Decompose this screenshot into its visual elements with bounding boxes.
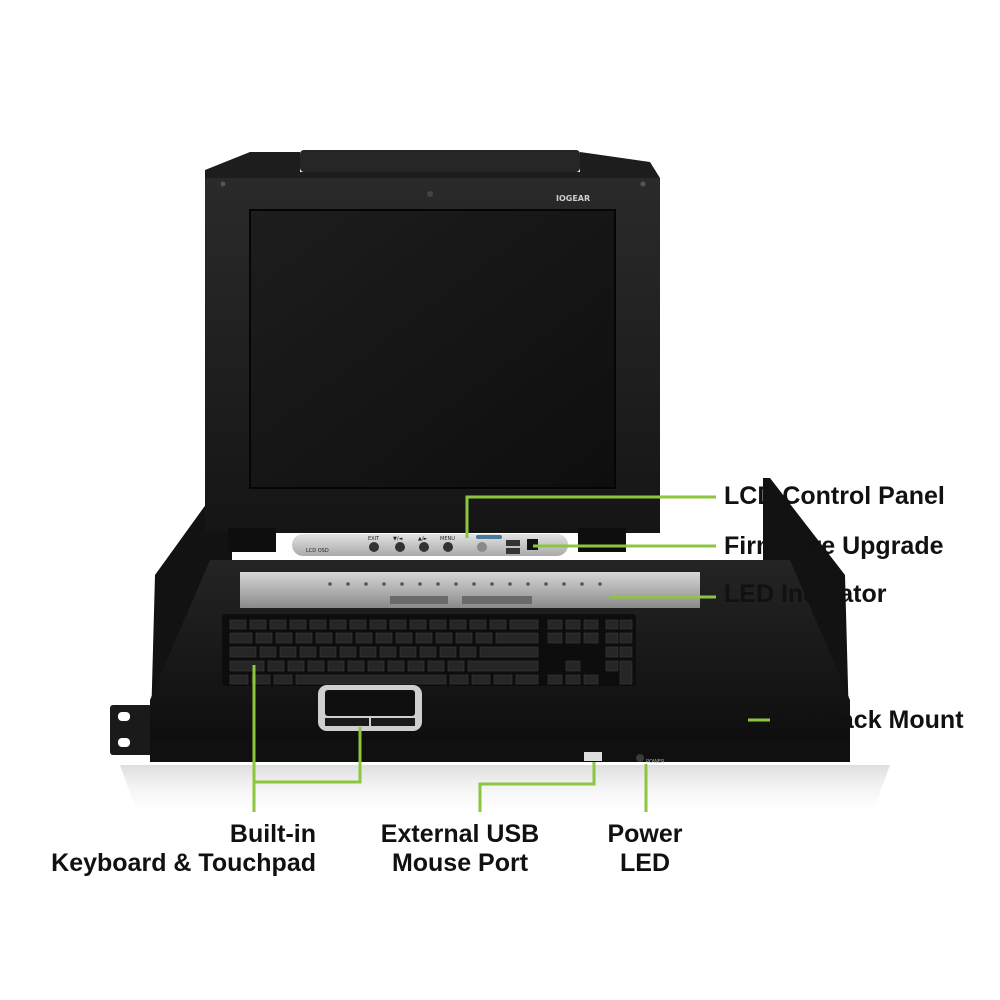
lcd-screen [249,209,616,489]
down-button-label: ▼/◄ [393,536,403,542]
callout-lcd-control-panel: LCD Control Panel [724,482,945,510]
menu-button-label: MENU [440,536,455,542]
keyboard [222,614,636,686]
left-rack-ear [110,705,158,755]
lid-screw [427,191,433,197]
leader-lines [252,495,770,812]
front-usb-port [584,752,602,761]
touchpad [318,685,422,731]
power-led-dot [636,754,644,762]
callout-firmware-upgrade: Firmware Upgrade [724,532,944,560]
front-lip [150,740,850,762]
callout-rack-mount: 1 U Rack Mount [776,706,964,734]
callout-power-led: Power LED [607,820,683,877]
exit-button-label: EXIT [368,536,380,542]
lcd-control-panel [292,534,568,556]
right-hinge [578,528,626,552]
callout-led-indicator: LED Indicator [724,580,887,608]
model-label: LCD OSD [306,548,329,554]
brand-logo: IOGEAR [556,194,590,203]
leader-usb-port [478,762,596,812]
left-hinge [228,528,276,552]
floor-reflection [120,765,890,820]
up-button-label: ▲/► [418,536,428,542]
led-dots [328,582,602,586]
leader-keyboard-bottom [254,727,362,784]
leader-lcd-control-panel [465,495,716,538]
callout-keyboard-touchpad: Built-in Keyboard & Touchpad [51,820,316,877]
callout-external-usb-mouse-port: External USB Mouse Port [380,820,540,877]
power-label: POWER [646,759,665,765]
